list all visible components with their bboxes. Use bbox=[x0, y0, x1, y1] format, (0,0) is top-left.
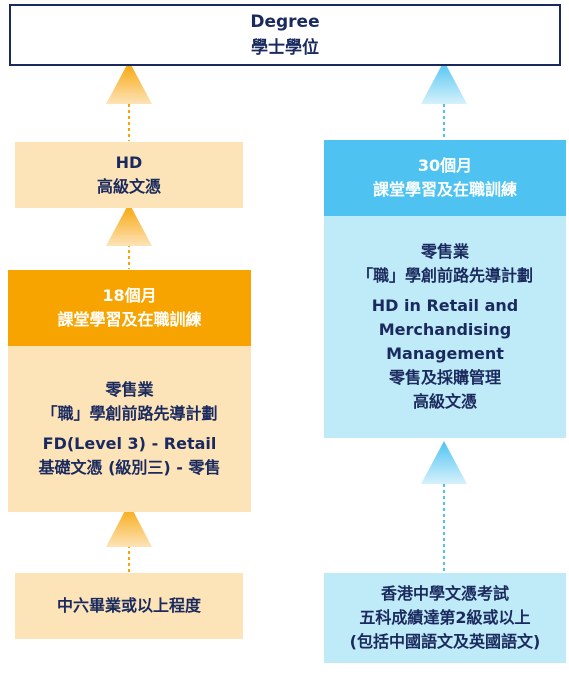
arrow-hd-to-degree bbox=[106, 61, 152, 141]
fd-duration: 18個月 bbox=[102, 286, 157, 305]
hd-retail-industry: 零售業 bbox=[420, 242, 469, 261]
fd-mode: 課堂學習及在職訓練 bbox=[57, 310, 202, 329]
fd-body: 零售業 「職」學創前路先導計劃 FD(Level 3) - Retail 基礎文… bbox=[8, 346, 251, 512]
degree-title-en: Degree bbox=[250, 12, 320, 32]
hd-retail-scheme: 「職」學創前路先導計劃 bbox=[356, 266, 533, 285]
hd-retail-programme-zh-2: 高級文憑 bbox=[412, 392, 477, 411]
arrow-up-icon bbox=[421, 441, 467, 484]
degree-box: Degree 學士學位 bbox=[9, 4, 561, 66]
arrow-up-icon bbox=[106, 61, 152, 104]
arrow-fd-to-hd bbox=[106, 203, 152, 269]
arrow-up-icon bbox=[421, 61, 467, 104]
arrow-dse-to-hd bbox=[421, 441, 467, 572]
dse-line-2: 五科成績達第2級或以上 bbox=[359, 608, 531, 627]
dse-box: 香港中學文憑考試 五科成績達第2級或以上 (包括中國語文及英國語文) bbox=[324, 573, 566, 663]
hd-retail-body: 零售業 「職」學創前路先導計劃 HD in Retail and Merchan… bbox=[324, 216, 566, 438]
form6-text: 中六畢業或以上程度 bbox=[56, 596, 201, 615]
hd-retail-programme-zh-1: 零售及採購管理 bbox=[388, 368, 501, 387]
dse-line-1: 香港中學文憑考試 bbox=[380, 584, 509, 603]
fd-industry: 零售業 bbox=[105, 380, 154, 399]
hd-retail-duration: 30個月 bbox=[417, 156, 473, 175]
dse-line-3: (包括中國語文及英國語文) bbox=[349, 632, 541, 651]
fd-scheme: 「職」學創前路先導計劃 bbox=[41, 404, 218, 423]
hd-retail-header: 30個月 課堂學習及在職訓練 bbox=[324, 140, 566, 216]
degree-title-zh: 學士學位 bbox=[251, 38, 319, 58]
hd-title-zh: 高級文憑 bbox=[96, 177, 161, 196]
fd-header: 18個月 課堂學習及在職訓練 bbox=[8, 270, 251, 346]
form6-box: 中六畢業或以上程度 bbox=[15, 573, 243, 639]
hd-retail-mode: 課堂學習及在職訓練 bbox=[372, 180, 517, 199]
arrow-up-icon bbox=[106, 503, 152, 547]
arrow-form6-to-fd bbox=[106, 503, 152, 572]
arrow-hd-retail-to-degree bbox=[421, 61, 467, 139]
fd-programme-zh: 基礎文憑 (級別三) - 零售 bbox=[38, 458, 221, 477]
hd-retail-programme-en-2: Merchandising bbox=[378, 320, 512, 339]
arrow-up-icon bbox=[106, 203, 152, 246]
fd-programme-en: FD(Level 3) - Retail bbox=[42, 434, 217, 453]
hd-retail-programme-en-3: Management bbox=[386, 344, 504, 363]
hd-retail-programme-en-1: HD in Retail and bbox=[371, 296, 519, 315]
hd-box: HD 高級文憑 bbox=[15, 142, 243, 208]
hd-title-en: HD bbox=[115, 153, 143, 172]
